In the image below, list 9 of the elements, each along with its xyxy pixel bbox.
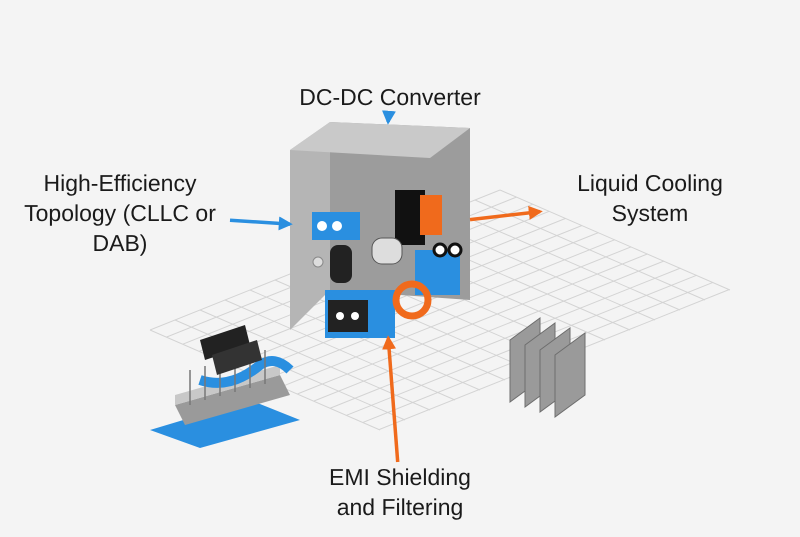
callout-label: EMI Shielding and Filtering: [315, 462, 485, 522]
callout-label: DC-DC Converter: [270, 82, 510, 112]
arrow: [470, 206, 543, 222]
arrow: [382, 110, 396, 125]
converter-drawing: [290, 122, 470, 338]
callout-label: High-Efficiency Topology (CLLC or DAB): [10, 168, 230, 258]
arrow: [230, 216, 293, 230]
callout-label: Liquid Cooling System: [540, 168, 760, 228]
arrow: [382, 335, 400, 462]
